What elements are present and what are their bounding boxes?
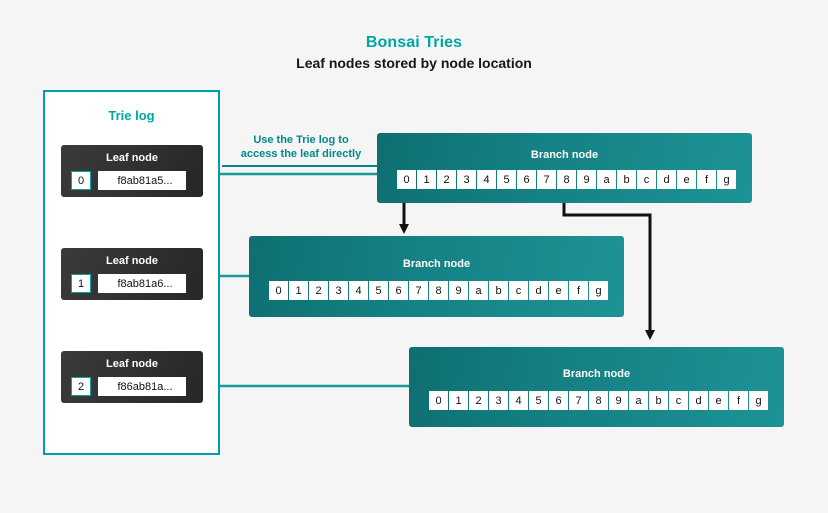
- branch-cell[interactable]: c: [669, 391, 688, 410]
- branch-cell[interactable]: b: [489, 281, 508, 300]
- branch-cell[interactable]: f: [569, 281, 588, 300]
- branch-cell[interactable]: 3: [329, 281, 348, 300]
- branch-cell[interactable]: g: [589, 281, 608, 300]
- branch-cell[interactable]: 5: [497, 170, 516, 189]
- leaf-index: 1: [71, 274, 91, 293]
- branch-cell[interactable]: a: [597, 170, 616, 189]
- branch-cell[interactable]: 8: [589, 391, 608, 410]
- leaf-hash: f86ab81a...: [98, 377, 186, 396]
- leaf-node-row: 2 f86ab81a...: [71, 377, 186, 396]
- branch-cell[interactable]: 1: [449, 391, 468, 410]
- branch-cell[interactable]: d: [529, 281, 548, 300]
- branch-cell[interactable]: 8: [429, 281, 448, 300]
- branch-cell[interactable]: 6: [389, 281, 408, 300]
- leaf-hash: f8ab81a5...: [98, 171, 186, 190]
- leaf-node-label: Leaf node: [106, 255, 158, 267]
- leaf-index: 0: [71, 171, 91, 190]
- branch-cell[interactable]: 3: [457, 170, 476, 189]
- leaf-node-label: Leaf node: [106, 358, 158, 370]
- branch-node-label: Branch node: [402, 258, 471, 270]
- branch-cell[interactable]: 0: [269, 281, 288, 300]
- leaf-node-row: 1 f8ab81a6...: [71, 274, 186, 293]
- branch-cell[interactable]: 0: [397, 170, 416, 189]
- branch-cell[interactable]: 0: [429, 391, 448, 410]
- branch-cell[interactable]: f: [729, 391, 748, 410]
- leaf-index: 2: [71, 377, 91, 396]
- annotation-line-2: access the leaf directly: [240, 148, 362, 160]
- branch-cell[interactable]: a: [469, 281, 488, 300]
- branch-cell[interactable]: 2: [309, 281, 328, 300]
- branch-cell[interactable]: e: [549, 281, 568, 300]
- branch-cell[interactable]: e: [677, 170, 696, 189]
- branch-cell[interactable]: g: [717, 170, 736, 189]
- branch-cell[interactable]: b: [617, 170, 636, 189]
- leaf-node-2[interactable]: Leaf node 2 f86ab81a...: [61, 351, 203, 403]
- branch-node-label: Branch node: [530, 149, 599, 161]
- branch-cell[interactable]: f: [697, 170, 716, 189]
- trie-log-title: Trie log: [108, 108, 155, 123]
- leaf-node-label: Leaf node: [106, 152, 158, 164]
- branch-cell[interactable]: 7: [569, 391, 588, 410]
- branch-cell[interactable]: g: [749, 391, 768, 410]
- branch-cell[interactable]: e: [709, 391, 728, 410]
- branch-cell[interactable]: 2: [437, 170, 456, 189]
- leaf-node-1[interactable]: Leaf node 1 f8ab81a6...: [61, 248, 203, 300]
- page-subtitle: Leaf nodes stored by node location: [296, 55, 532, 71]
- branch-cell[interactable]: 6: [549, 391, 568, 410]
- branch-cell[interactable]: 8: [557, 170, 576, 189]
- branch-cell[interactable]: c: [637, 170, 656, 189]
- leaf-node-0[interactable]: Leaf node 0 f8ab81a5...: [61, 145, 203, 197]
- branch-cell[interactable]: 4: [509, 391, 528, 410]
- branch-node-label: Branch node: [562, 368, 631, 380]
- branch-cell[interactable]: d: [689, 391, 708, 410]
- branch-cell[interactable]: 1: [417, 170, 436, 189]
- branch-cell[interactable]: 6: [517, 170, 536, 189]
- branch-cell[interactable]: 5: [369, 281, 388, 300]
- branch-cell[interactable]: c: [509, 281, 528, 300]
- branch-cell[interactable]: 5: [529, 391, 548, 410]
- branch-cell[interactable]: 9: [577, 170, 596, 189]
- branch-cell[interactable]: 9: [609, 391, 628, 410]
- branch-cell[interactable]: 4: [349, 281, 368, 300]
- branch-cell[interactable]: 2: [469, 391, 488, 410]
- branch-cell[interactable]: 7: [409, 281, 428, 300]
- branch-cell[interactable]: 7: [537, 170, 556, 189]
- branch-cell[interactable]: d: [657, 170, 676, 189]
- trie-log-annotation: Use the Trie log to access the leaf dire…: [222, 133, 380, 161]
- branch-cell[interactable]: b: [649, 391, 668, 410]
- leaf-hash: f8ab81a6...: [98, 274, 186, 293]
- branch-cell[interactable]: 4: [477, 170, 496, 189]
- branch-cell[interactable]: 1: [289, 281, 308, 300]
- page-title: Bonsai Tries: [365, 34, 463, 51]
- branch-cell[interactable]: 9: [449, 281, 468, 300]
- branch-cell[interactable]: a: [629, 391, 648, 410]
- branch-cell[interactable]: 3: [489, 391, 508, 410]
- annotation-line-1: Use the Trie log to: [253, 134, 349, 146]
- leaf-node-row: 0 f8ab81a5...: [71, 171, 186, 190]
